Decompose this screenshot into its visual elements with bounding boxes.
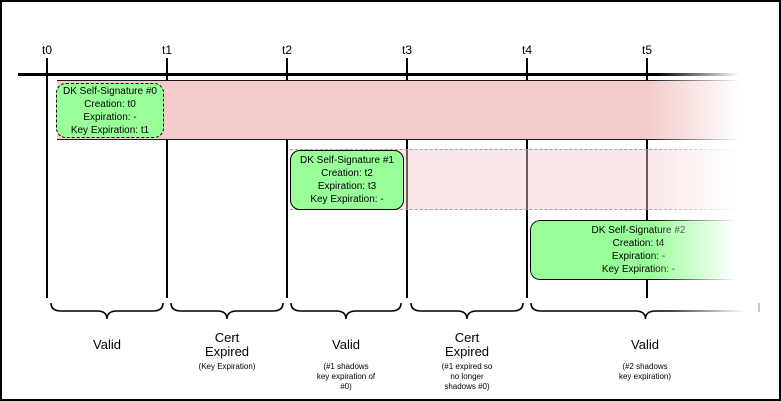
tick-label-t0: t0 [41, 43, 52, 57]
period-2-note-line: #0) [340, 382, 352, 391]
tick-t1 [166, 58, 168, 298]
signature-box-0: DK Self-Signature #0 Creation: t0 Expira… [56, 83, 164, 138]
tick-label-t2: t2 [281, 43, 292, 57]
signature-0-expiration: Expiration: - [83, 112, 137, 123]
tick-label-t4: t4 [521, 43, 532, 57]
tick-label-t1: t1 [161, 43, 172, 57]
period-2-note-line: (#1 shadows [323, 362, 369, 371]
tick-t4 [526, 58, 528, 298]
brace-period-1 [170, 302, 284, 320]
signature-0-title: DK Self-Signature #0 [63, 86, 157, 97]
signature-2-creation: Creation: t4 [612, 238, 665, 249]
signature-1-key-expiration: Key Expiration: - [310, 194, 384, 205]
signature-1-expiration: Expiration: t3 [317, 181, 377, 192]
period-3-note-line: shadows #0) [444, 382, 490, 391]
timeline-axis [18, 73, 762, 76]
period-0-label-line: Valid [93, 337, 121, 352]
period-3-label-line: Cert [454, 330, 480, 345]
period-4-note-line: (#2 shadows [622, 362, 668, 371]
expired-band-signature-0 [57, 80, 762, 140]
brace-period-4 [530, 302, 761, 320]
brace-period-3 [410, 302, 524, 320]
signature-1-title: DK Self-Signature #1 [300, 155, 394, 166]
signature-1-creation: Creation: t2 [321, 168, 373, 179]
tick-t0 [46, 58, 48, 298]
period-2-note-line: key expiration of [316, 372, 376, 381]
period-3-note-line: (#1 expired so [441, 362, 493, 371]
period-label-cert-expired-1: Cert Expired (Key Expiration) [162, 331, 292, 372]
period-4-label-line: Valid [631, 337, 659, 352]
period-2-label-line: Valid [332, 337, 360, 352]
signature-box-2: DK Self-Signature #2 Creation: t4 Expira… [530, 220, 747, 280]
period-1-note-line: (Key Expiration) [198, 362, 256, 371]
period-label-valid-4: Valid (#2 shadows key expiration) [580, 331, 710, 382]
tick-label-t3: t3 [401, 43, 412, 57]
signature-0-key-expiration: Key Expiration: t1 [70, 125, 150, 136]
brace-period-2 [290, 302, 402, 320]
brace-period-0 [50, 302, 164, 320]
tick-t5 [646, 58, 648, 298]
signature-2-expiration: Expiration: - [611, 251, 666, 262]
period-3-note-line: no longer [450, 372, 484, 381]
period-1-label-line: Cert [214, 330, 240, 345]
period-label-valid-2: Valid (#1 shadows key expiration of #0) [281, 331, 411, 392]
period-1-label-line: Expired [204, 344, 250, 359]
tick-t2 [286, 58, 288, 298]
tick-t3 [406, 58, 408, 298]
signature-0-creation: Creation: t0 [84, 99, 136, 110]
period-label-valid-0: Valid [42, 331, 172, 362]
signature-2-key-expiration: Key Expiration: - [601, 264, 676, 275]
signature-box-1: DK Self-Signature #1 Creation: t2 Expira… [290, 150, 404, 210]
signature-2-title: DK Self-Signature #2 [591, 225, 686, 236]
period-4-note-line: key expiration) [618, 372, 672, 381]
tick-label-t5: t5 [641, 43, 652, 57]
period-label-cert-expired-3: Cert Expired (#1 expired so no longer sh… [402, 331, 532, 392]
period-3-label-line: Expired [444, 344, 490, 359]
